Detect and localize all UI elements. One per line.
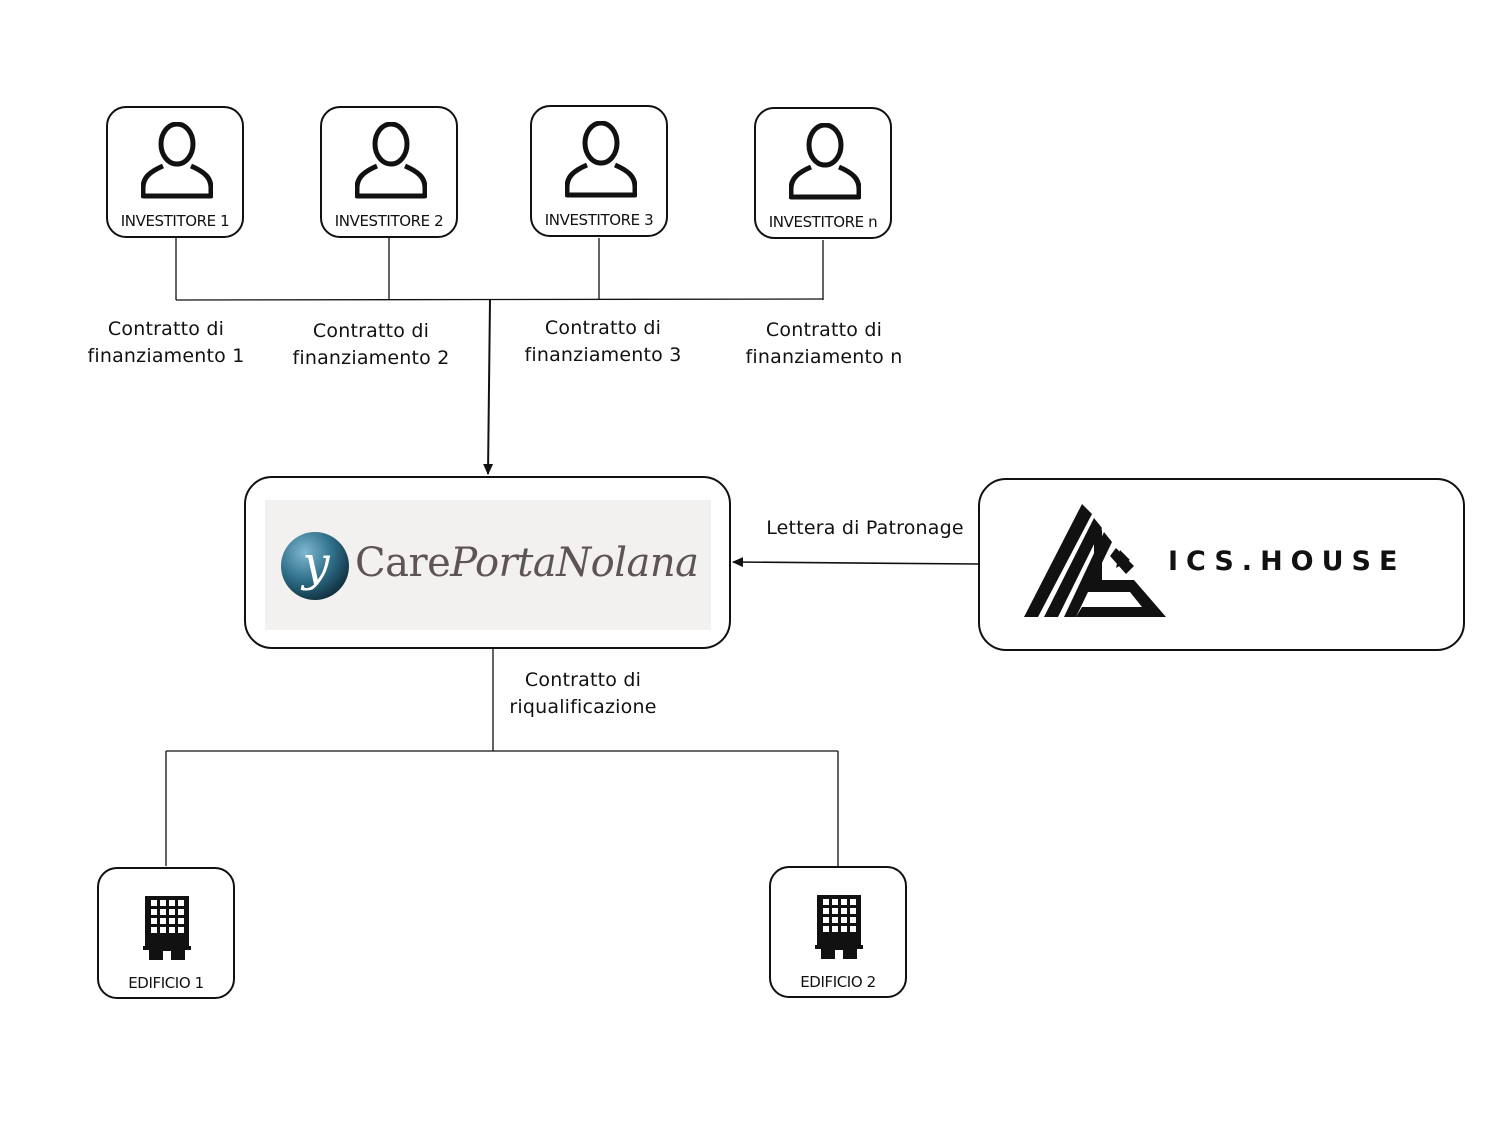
building-label: EDIFICIO 2 [800, 973, 876, 991]
label-line: Contratto di [524, 669, 642, 691]
building-node-2: EDIFICIO 2 [769, 866, 907, 998]
investor-label: INVESTITORE 2 [334, 212, 444, 230]
building-icon [815, 895, 863, 959]
financing-contract-label-2: Contratto di finanziamento 2 [281, 318, 461, 372]
label-line: Lettera di Patronage [766, 517, 964, 539]
person-icon [355, 122, 427, 199]
label-line: riqualificazione [509, 696, 657, 718]
care-porta-nolana-node: y CarePortaNolana [244, 476, 731, 649]
globe-y-icon: y [281, 532, 349, 600]
building-icon [143, 896, 191, 960]
label-line: Contratto di [544, 317, 662, 339]
person-icon [141, 122, 213, 199]
investor-node-1: INVESTITORE 1 [106, 106, 244, 238]
nolana-word: Nolana [556, 540, 699, 586]
label-line: Contratto di [765, 319, 883, 341]
investor-label: INVESTITORE 1 [120, 212, 230, 230]
ics-house-logo-icon [1024, 504, 1166, 617]
financing-contract-label-n: Contratto di finanziamento n [734, 317, 914, 371]
care-porta-nolana-logo: y CarePortaNolana [265, 500, 711, 630]
financing-contract-label-1: Contratto di finanziamento 1 [76, 316, 256, 370]
label-line: Contratto di [312, 320, 430, 342]
label-line: finanziamento n [745, 346, 903, 368]
ics-house-wordmark: ICS.HOUSE [1168, 546, 1406, 577]
label-line: finanziamento 1 [87, 345, 245, 367]
investor-label: INVESTITORE n [768, 213, 878, 231]
ics-house-node: ICS.HOUSE [978, 478, 1465, 651]
investor-label: INVESTITORE 3 [544, 211, 654, 229]
porta-word: Porta [450, 540, 557, 586]
label-line: finanziamento 3 [524, 344, 682, 366]
care-word: Care [355, 540, 451, 586]
building-node-1: EDIFICIO 1 [97, 867, 235, 999]
person-icon [789, 123, 861, 200]
investor-node-3: INVESTITORE 3 [530, 105, 668, 237]
label-line: finanziamento 2 [292, 347, 450, 369]
label-line: Contratto di [107, 318, 225, 340]
patronage-label: Lettera di Patronage [760, 515, 970, 542]
financing-contract-label-3: Contratto di finanziamento 3 [513, 315, 693, 369]
requalification-contract-label: Contratto di riqualificazione [493, 667, 673, 721]
investor-node-2: INVESTITORE 2 [320, 106, 458, 238]
person-icon [565, 121, 637, 198]
building-label: EDIFICIO 1 [128, 974, 204, 992]
logo-letter: y [300, 536, 330, 592]
investor-node-n: INVESTITORE n [754, 107, 892, 239]
care-wordmark: CarePortaNolana [355, 540, 699, 586]
